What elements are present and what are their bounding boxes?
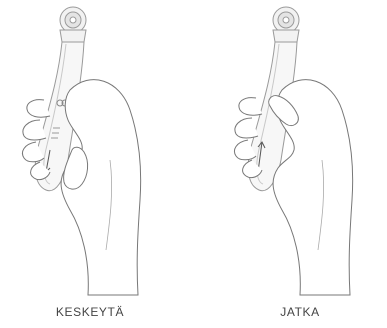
hand-holding-device-illustration <box>220 0 380 300</box>
caption-keskeyta: KESKEYTÄ <box>10 305 170 319</box>
hand-holding-device-illustration <box>10 0 170 300</box>
panel-jatka: JATKA <box>220 0 380 328</box>
brush-head-icon <box>273 7 299 42</box>
caption-jatka: JATKA <box>220 305 380 319</box>
panel-keskeyta: KESKEYTÄ <box>10 0 170 328</box>
brush-head-icon <box>60 7 86 42</box>
